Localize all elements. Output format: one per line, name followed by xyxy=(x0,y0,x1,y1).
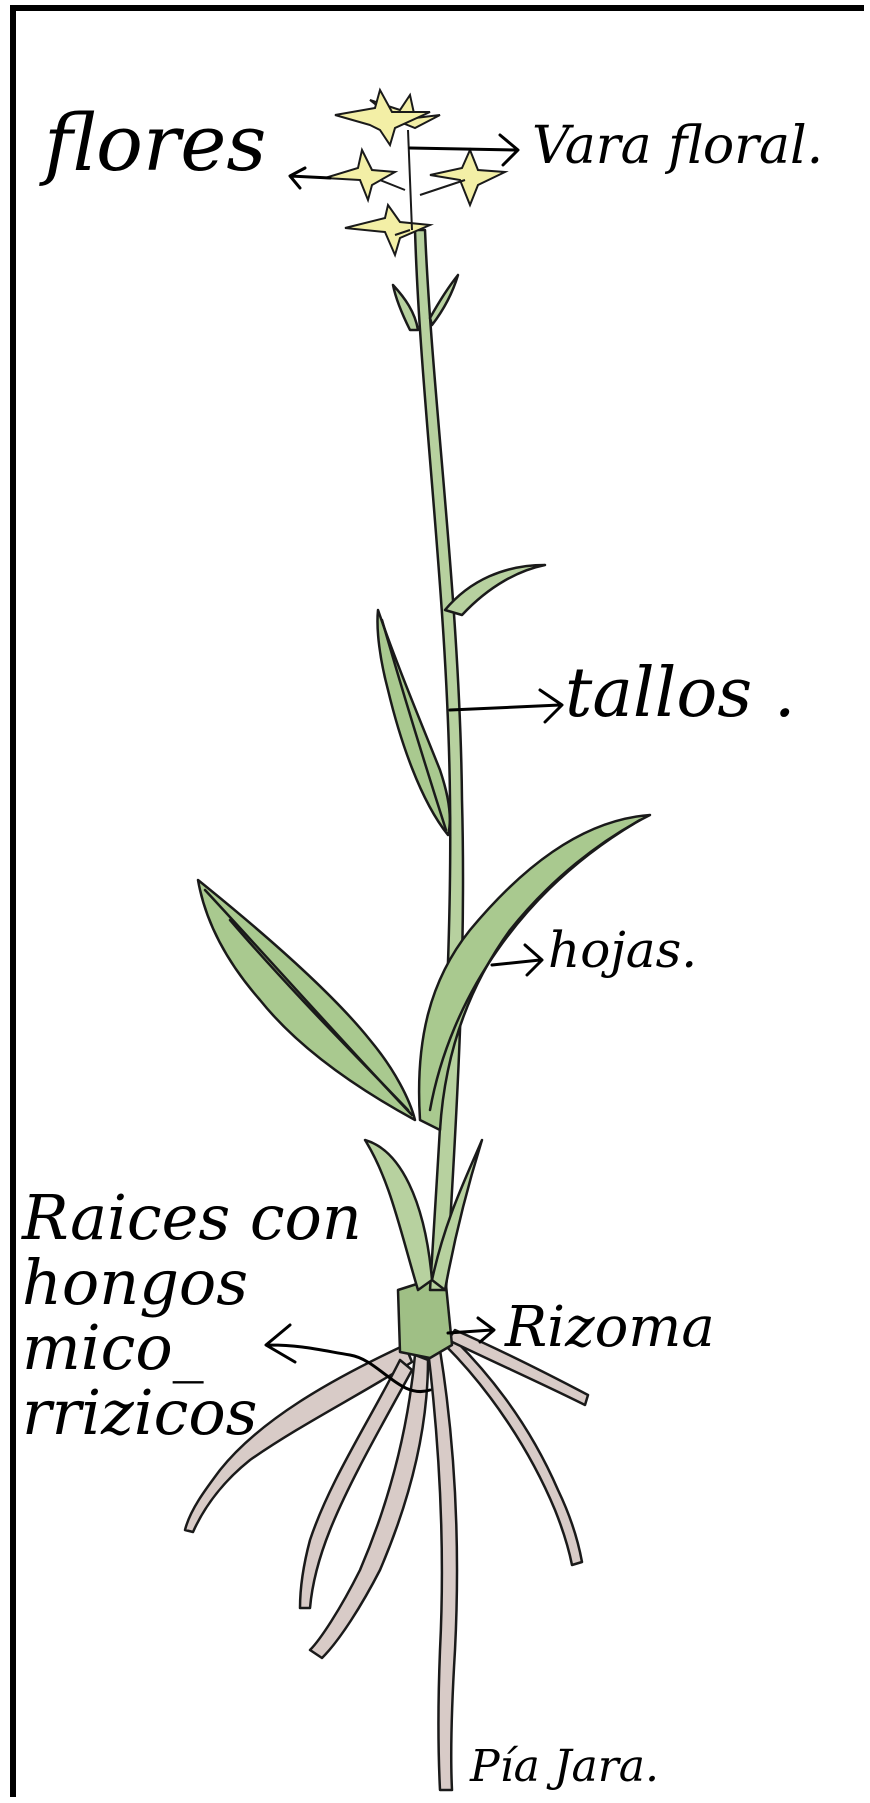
label-raices-line2: hongos xyxy=(22,1246,249,1320)
root-far-right xyxy=(446,1328,590,1407)
leaf-large-right xyxy=(417,813,652,1132)
flower-bottom xyxy=(344,202,434,258)
flower-right xyxy=(429,147,509,208)
arrow-tallos xyxy=(448,688,564,724)
flowers xyxy=(324,87,509,258)
arrow-raices xyxy=(264,1323,432,1394)
label-hojas: hojas. xyxy=(548,921,698,979)
leaf-lower-right-small xyxy=(430,1138,484,1292)
label-rizoma: Rizoma xyxy=(505,1295,715,1360)
label-flores: flores xyxy=(44,99,267,189)
label-raices-line3: mico_ xyxy=(22,1311,204,1385)
root-right xyxy=(443,1338,584,1567)
root-center xyxy=(426,1348,459,1792)
label-raices-line1: Raices con xyxy=(22,1181,362,1254)
label-vara-floral: Vara floral. xyxy=(532,116,824,176)
bract-top-left xyxy=(391,283,420,332)
arrow-rizoma xyxy=(446,1316,496,1344)
flower-upper xyxy=(334,87,431,148)
author-signature: Pía Jara. xyxy=(470,1741,660,1792)
arrow-vara-floral xyxy=(408,133,520,167)
label-raices-line4: rrizicos xyxy=(22,1376,258,1450)
root-far-left xyxy=(183,1343,414,1534)
flower-left xyxy=(324,147,399,204)
arrow-hojas xyxy=(490,943,544,977)
flower-stalks xyxy=(379,129,466,236)
leaf-upper xyxy=(443,563,547,617)
leaf-lower-left-small xyxy=(363,1138,434,1292)
bract-top-right xyxy=(428,273,460,327)
arrows xyxy=(264,133,564,1394)
arrow-flores xyxy=(288,166,332,190)
label-tallos: tallos . xyxy=(565,654,796,733)
root-center-left xyxy=(308,1353,430,1660)
page-border xyxy=(10,5,864,1797)
label-raices: Raices con hongos mico_ rrizicos xyxy=(22,1185,362,1445)
